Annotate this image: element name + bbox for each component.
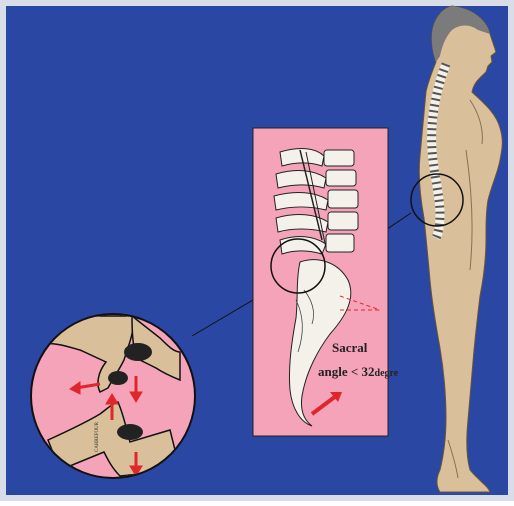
vertical-mark: CARREFOUR: [95, 421, 100, 452]
cartilage-middle: [108, 371, 128, 385]
facet-joint-detail: CARREFOUR: [31, 314, 195, 478]
cartilage-lower: [117, 424, 143, 440]
sacral-label: Sacral: [332, 340, 368, 355]
cartilage-upper: [124, 343, 152, 361]
lumbosacral-panel: Sacral angle < 32degre: [253, 128, 399, 436]
